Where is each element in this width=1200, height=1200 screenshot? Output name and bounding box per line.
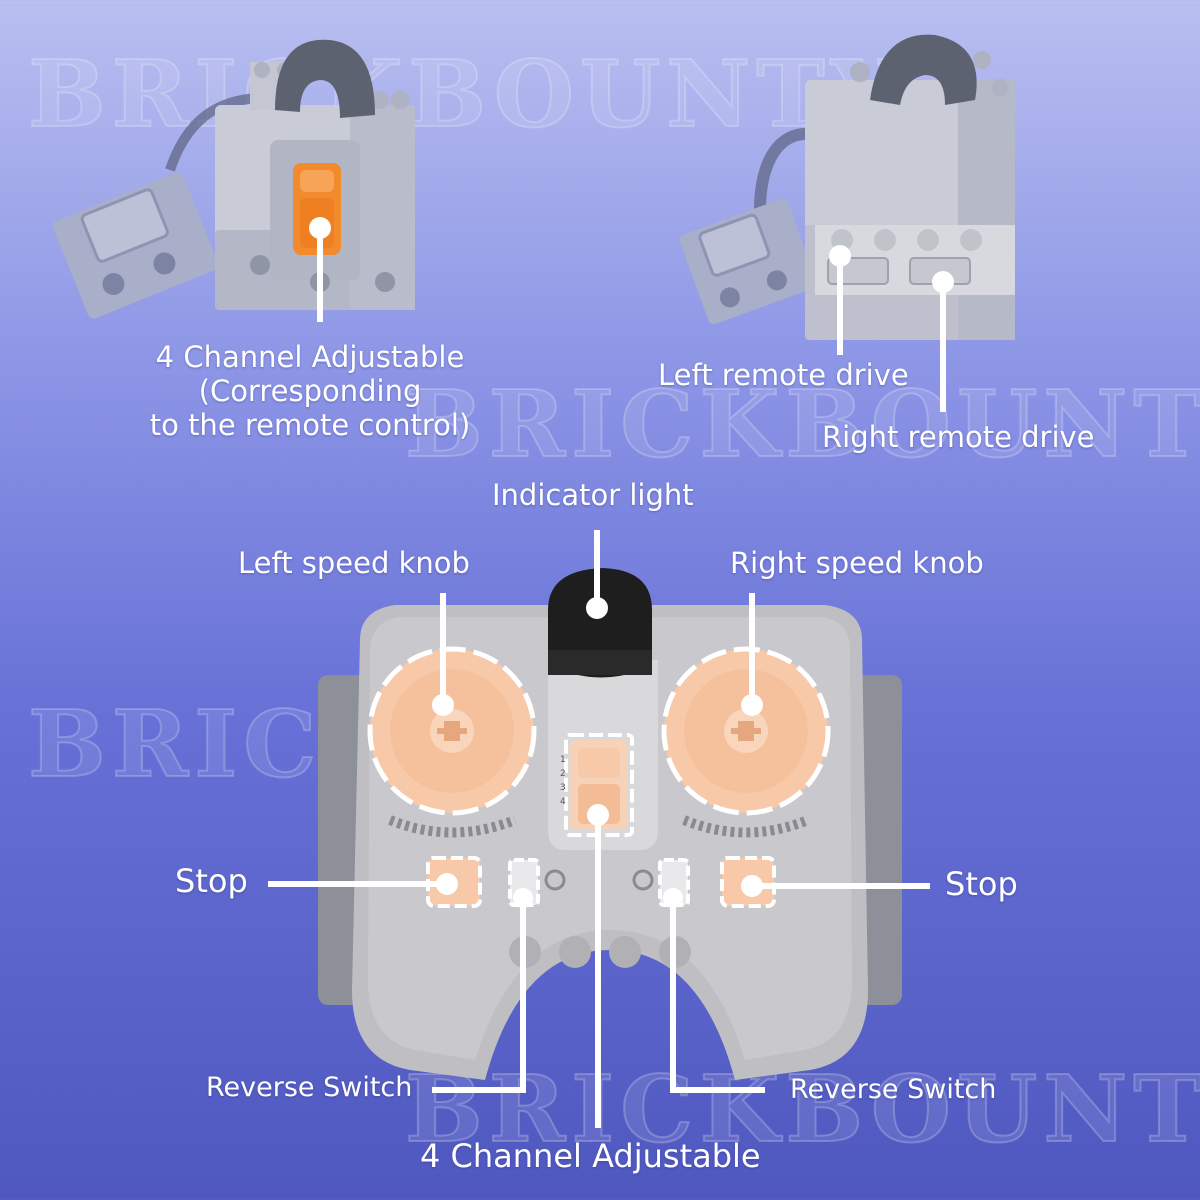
receiver-channel-line-1: 4 Channel Adjustable bbox=[155, 340, 465, 374]
stop-left-label: Stop bbox=[175, 862, 248, 900]
selector-mark-3: 3 bbox=[560, 783, 566, 793]
reverse-switch-left-label: Reverse Switch bbox=[206, 1072, 413, 1103]
reverse-switch-right-label: Reverse Switch bbox=[790, 1074, 997, 1105]
stop-right-label: Stop bbox=[945, 865, 1018, 903]
selector-mark-2: 2 bbox=[560, 769, 566, 779]
remote-channel-label: 4 Channel Adjustable bbox=[420, 1137, 761, 1175]
left-remote-drive-label: Left remote drive bbox=[658, 358, 909, 392]
left-speed-knob-label: Left speed knob bbox=[238, 546, 470, 580]
receiver-right-illustration bbox=[679, 34, 1015, 340]
receiver-channel-label: 4 Channel Adjustable (Corresponding to t… bbox=[135, 340, 485, 442]
watermark-middle: BRICKBOUNTY bbox=[404, 369, 1200, 479]
remote-control-illustration bbox=[318, 568, 902, 1080]
right-remote-drive-label: Right remote drive bbox=[822, 420, 1095, 454]
selector-mark-1: 1 bbox=[560, 755, 566, 765]
right-speed-knob-label: Right speed knob bbox=[730, 546, 984, 580]
receiver-channel-line-2: (Corresponding bbox=[198, 374, 422, 408]
selector-mark-4: 4 bbox=[560, 797, 566, 807]
watermark-bottom: BRICKBOUNTY bbox=[404, 1054, 1200, 1164]
watermark-top: BRICKBOUNTY bbox=[27, 39, 903, 149]
indicator-light-label: Indicator light bbox=[492, 478, 694, 512]
selector-marks: 1 2 3 4 bbox=[560, 755, 566, 807]
receiver-channel-line-3: to the remote control) bbox=[149, 408, 471, 442]
receiver-left-illustration bbox=[52, 39, 415, 319]
